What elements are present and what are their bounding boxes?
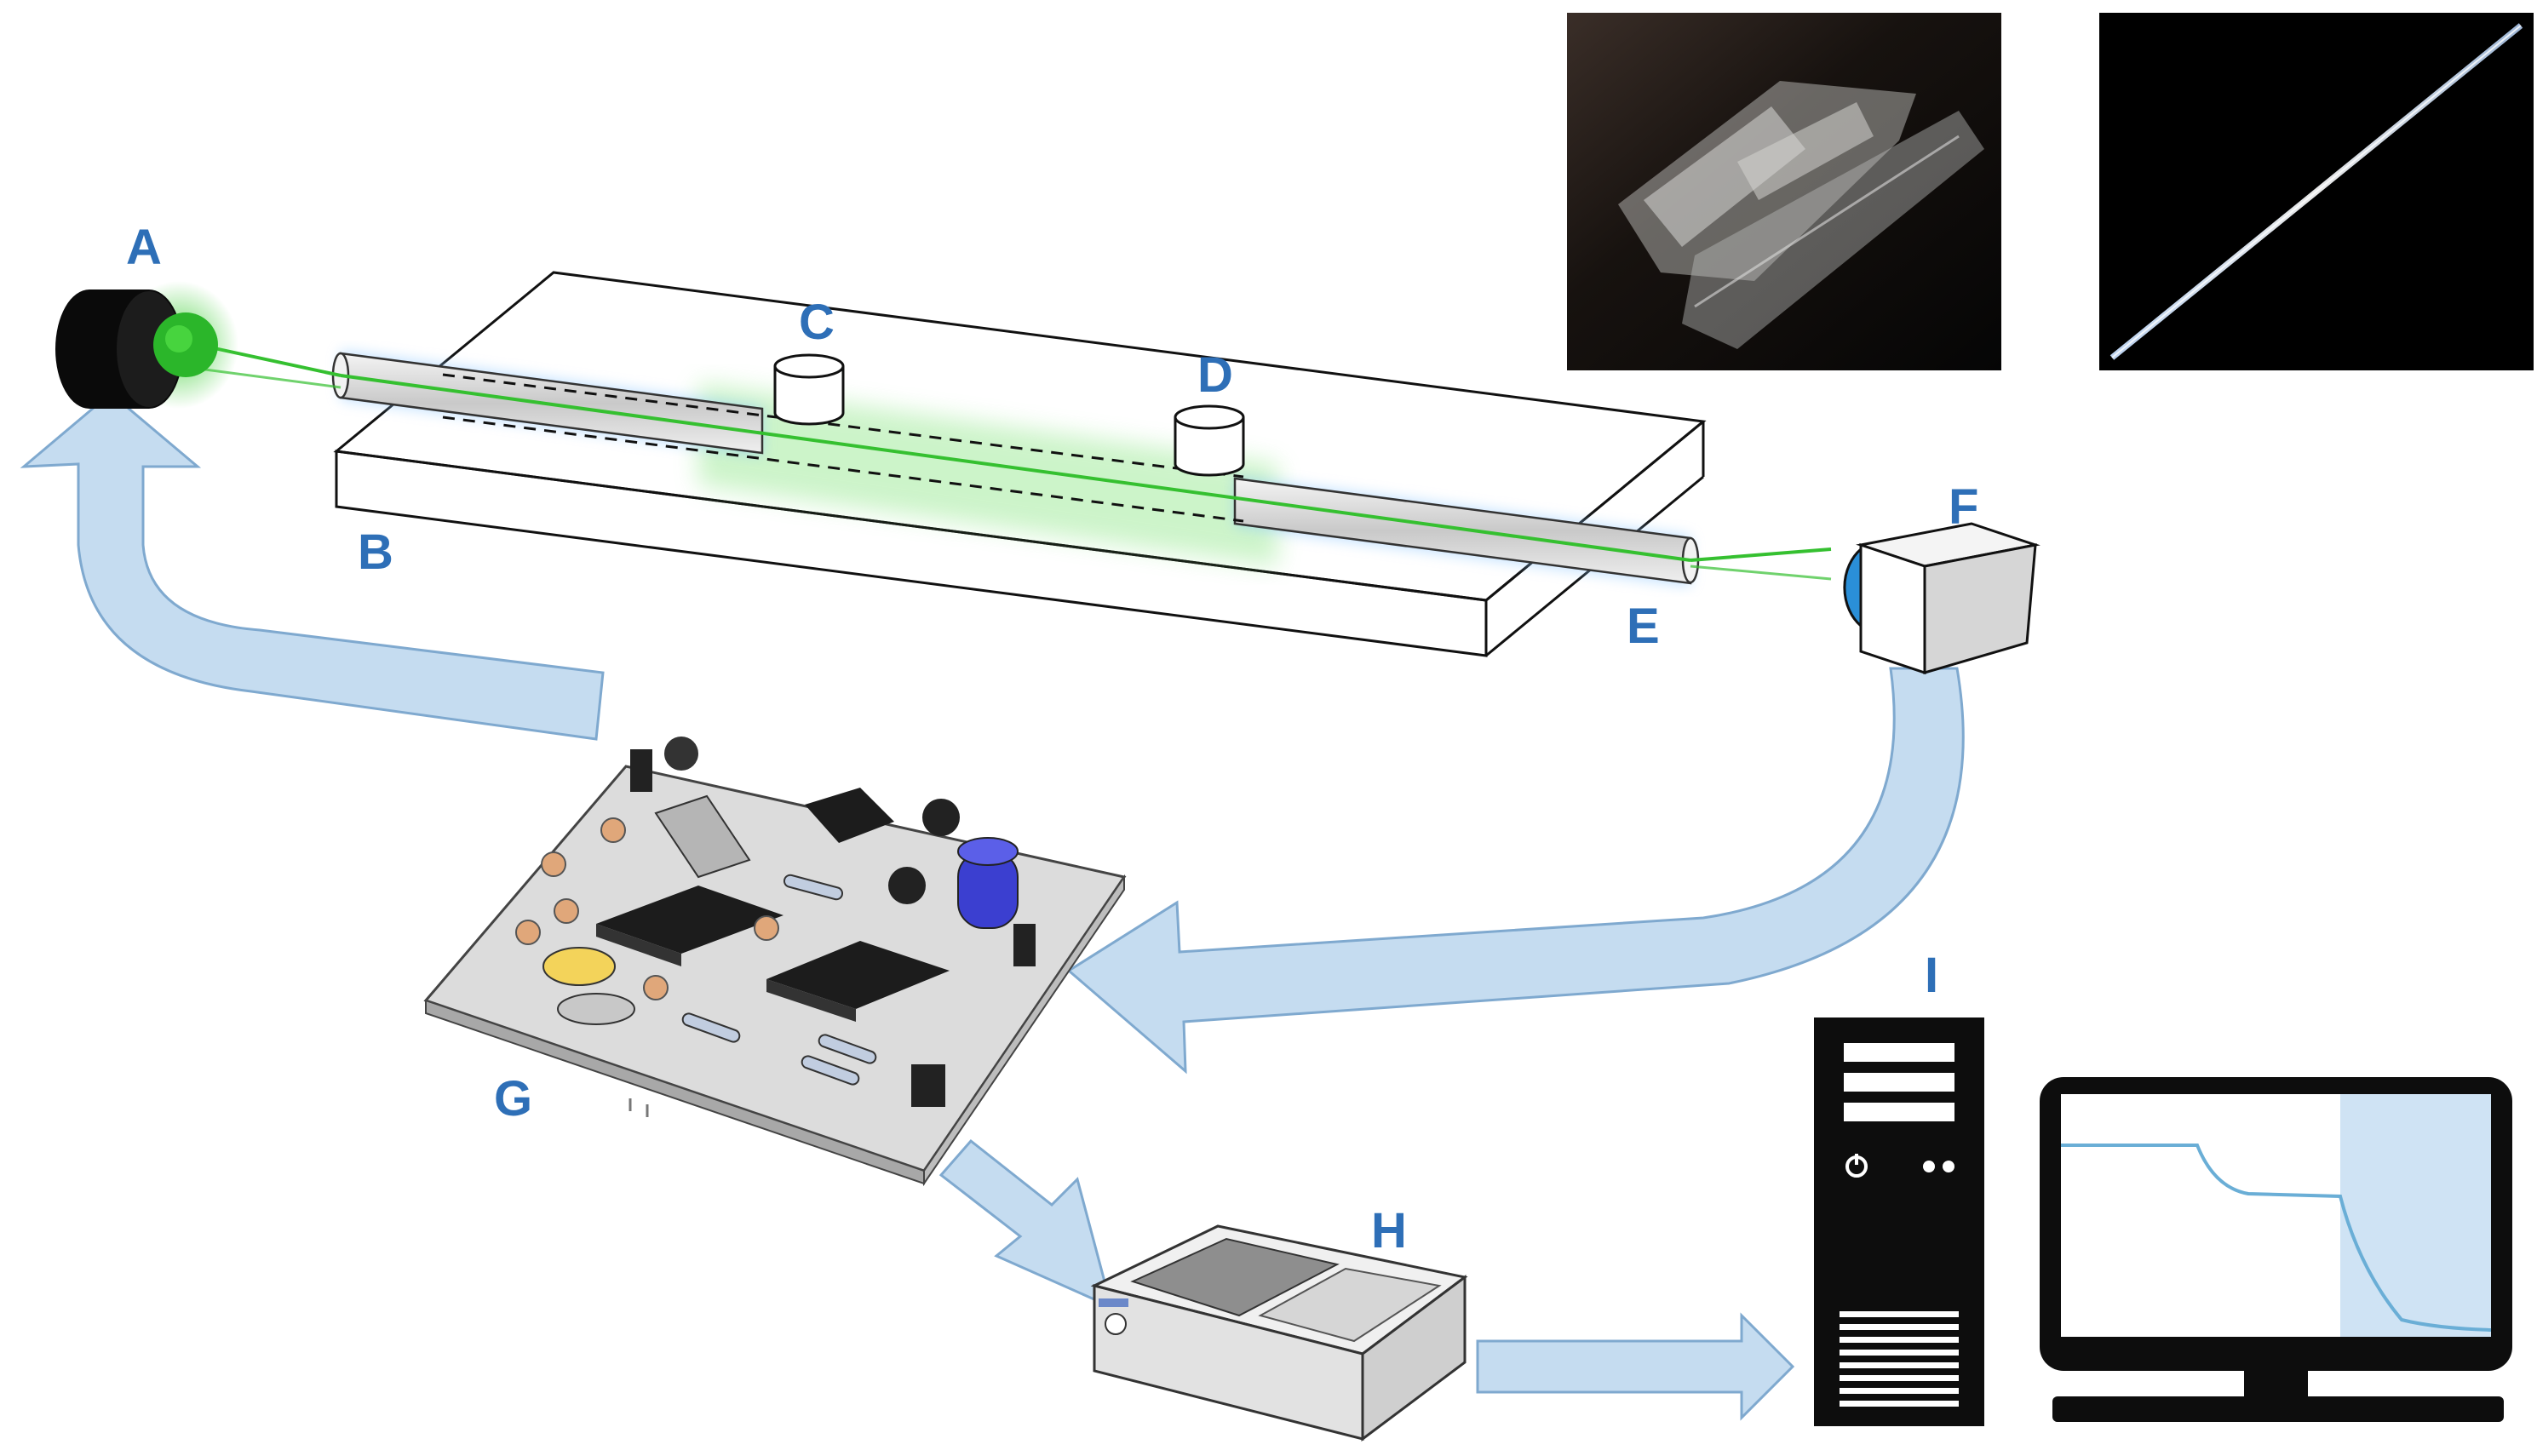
label-g: G: [494, 1071, 532, 1126]
label-d: D: [1197, 347, 1233, 403]
label-b: B: [358, 525, 393, 580]
label-e: E: [1627, 599, 1660, 654]
capillary-photo: [2099, 13, 2534, 370]
laser-source-icon: [55, 281, 238, 409]
arrow-detector-to-board: [1066, 667, 1965, 1075]
arrow-board-to-daq: [938, 1138, 1114, 1310]
chip-photo: [1567, 13, 2001, 370]
label-c: C: [799, 295, 835, 350]
photodetector-icon: [1843, 522, 2041, 675]
arrow-board-to-laser: [20, 392, 605, 741]
label-f: F: [1949, 479, 1978, 535]
label-h: H: [1371, 1203, 1407, 1258]
outlet-port: [1174, 404, 1245, 477]
computer-tower-icon: [1814, 1017, 1984, 1426]
label-i: I: [1925, 948, 1938, 1003]
inlet-port: [773, 353, 845, 426]
circuit-board-icon: [423, 737, 1127, 1187]
daq-device-icon: [1090, 1224, 1468, 1442]
monitor-icon: [2040, 1077, 2512, 1422]
arrow-daq-to-computer: [1476, 1312, 1795, 1421]
inner-channel: [442, 373, 1244, 523]
beam-glow: [698, 383, 1277, 566]
label-a: A: [126, 220, 162, 275]
